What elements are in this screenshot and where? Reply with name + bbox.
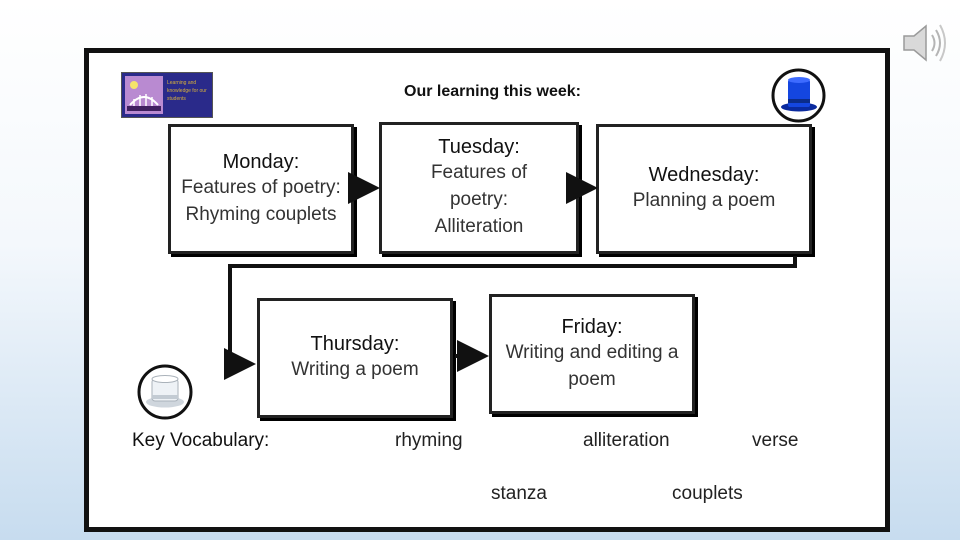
friday-box: Friday: Writing and editing a poem: [489, 294, 695, 414]
thursday-topic: Writing a poem: [291, 359, 419, 380]
wednesday-label: Wednesday:: [648, 164, 760, 186]
thursday-label: Thursday:: [310, 333, 400, 355]
monday-topic: Features of poetry: Rhyming couplets: [181, 176, 341, 225]
friday-label: Friday:: [561, 315, 623, 338]
tuesday-label: Tuesday:: [438, 136, 520, 158]
wednesday-box: Wednesday: Planning a poem: [596, 124, 812, 254]
vocab-word-alliteration: alliteration: [583, 430, 670, 451]
thursday-box: Thursday: Writing a poem: [257, 298, 453, 418]
speaker-icon[interactable]: [900, 20, 950, 66]
friday-topic: Writing and editing a poem: [505, 341, 679, 390]
logo-text: Learning and knowledge for our students: [167, 80, 207, 102]
vocab-word-rhyming: rhyming: [395, 430, 463, 451]
vocab-heading: Key Vocabulary:: [132, 430, 270, 451]
school-logo: Learning and knowledge for our students: [121, 72, 213, 118]
blue-hat-icon: [771, 68, 826, 123]
slide-frame: [84, 48, 890, 532]
vocab-word-verse: verse: [752, 430, 799, 451]
tuesday-box: Tuesday: Features of poetry: Alliteratio…: [379, 122, 579, 254]
monday-label: Monday:: [222, 150, 300, 173]
white-hat-icon: [137, 364, 193, 420]
monday-box: Monday: Features of poetry: Rhyming coup…: [168, 124, 354, 254]
wednesday-topic: Planning a poem: [632, 190, 776, 211]
vocab-word-couplets: couplets: [672, 483, 743, 504]
slide-title: Our learning this week:: [404, 83, 581, 100]
vocab-word-stanza: stanza: [491, 483, 547, 504]
tuesday-topic: Features of poetry: Alliteration: [430, 162, 528, 237]
